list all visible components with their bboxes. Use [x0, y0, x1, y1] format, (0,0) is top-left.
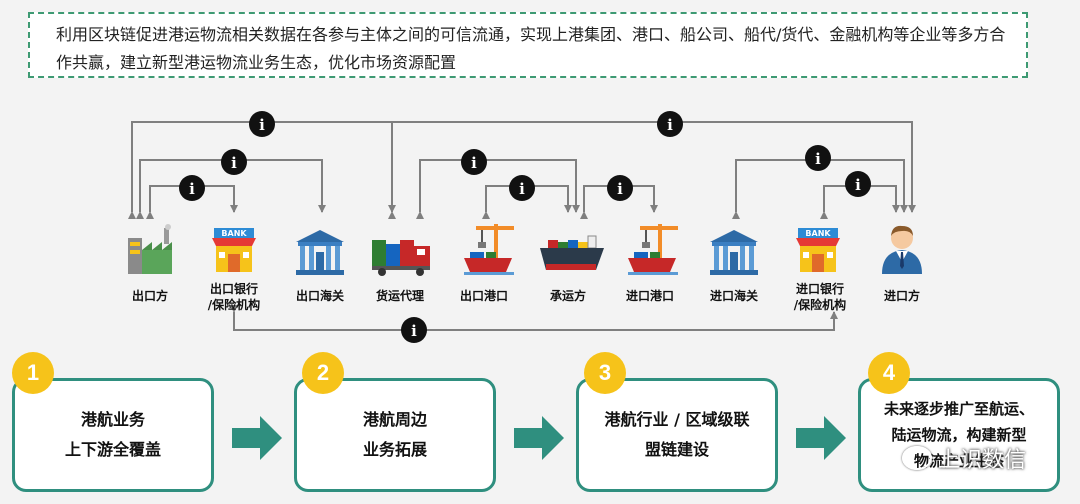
entity-label-import-port: 进口港口 [626, 288, 674, 303]
step-4-line-3: 物流产业生态 [913, 452, 1004, 470]
entity-label-export-customs: 出口海关 [296, 288, 344, 303]
intro-text-box: 利用区块链促进港运物流相关数据在各参与主体之间的可信流通，实现上港集团、港口、船… [28, 12, 1028, 78]
step-2-line-1: 港航周边 [362, 410, 427, 429]
arrow-right-icon [232, 416, 282, 460]
step-card-2: 港航周边 业务拓展 [294, 378, 496, 492]
wechat-icon [902, 446, 932, 470]
entity-label-exporter: 出口方 [132, 288, 168, 303]
connector-freight-importer [388, 121, 916, 219]
port-crane-icon [628, 224, 678, 275]
connector-export-bank-import-bank [230, 305, 838, 331]
svg-text:BANK: BANK [221, 229, 247, 238]
bank-icon: BANK [212, 228, 256, 272]
entity-label-export-port: 出口港口 [460, 288, 508, 303]
svg-text:BANK: BANK [805, 229, 831, 238]
customs-building-icon [296, 230, 344, 275]
svg-text:i: i [667, 116, 673, 134]
cargo-ship-icon [540, 235, 604, 270]
info-badge: i [509, 175, 535, 201]
entity-label-importer: 进口方 [884, 288, 920, 303]
step-4-line-2: 陆运物流，构建新型 [891, 426, 1027, 444]
svg-text:i: i [189, 180, 195, 198]
connector-freight-carrier [416, 159, 580, 219]
info-badge: i [845, 171, 871, 197]
step-number-4: 4 [868, 352, 910, 394]
info-badges: i i i i i i i i i i [179, 111, 871, 343]
step-number-2: 2 [302, 352, 344, 394]
port-crane-icon [464, 224, 514, 275]
bank-icon: BANK [796, 228, 840, 272]
entity-labels: 出口方 出口银行 /保险机构 出口海关 货运代理 出口港口 承运方 进口港口 进… [132, 281, 920, 312]
svg-text:i: i [231, 154, 237, 172]
arrow-right-icon [796, 416, 846, 460]
entity-label-import-bank: 进口银行 [796, 281, 844, 296]
freight-truck-icon [372, 240, 430, 276]
svg-text:i: i [471, 154, 477, 172]
entity-label-carrier: 承运方 [550, 288, 586, 303]
step-1-line-1: 港航业务 [80, 410, 145, 429]
info-badge: i [805, 145, 831, 171]
customs-building-icon [710, 230, 758, 275]
entity-label-export-bank-2: /保险机构 [208, 297, 260, 312]
info-badge: i [401, 317, 427, 343]
entity-label-freight-agent: 货运代理 [376, 288, 424, 303]
businessman-icon [882, 225, 922, 274]
step-card-4: 未来逐步推广至航运、 陆运物流，构建新型 物流产业生态 [858, 378, 1060, 492]
svg-text:i: i [411, 322, 417, 340]
info-badge: i [461, 149, 487, 175]
watermark-text: 上识数信 [938, 448, 1027, 473]
step-4-line-1: 未来逐步推广至航运、 [883, 400, 1034, 418]
step-number-1: 1 [12, 352, 54, 394]
info-badge: i [607, 175, 633, 201]
entity-label-export-bank: 出口银行 [210, 281, 258, 296]
svg-text:i: i [519, 180, 525, 198]
info-badge: i [179, 175, 205, 201]
entity-label-import-customs: 进口海关 [710, 288, 758, 303]
step-number-3: 3 [584, 352, 626, 394]
info-badge: i [657, 111, 683, 137]
step-3-line-2: 盟链建设 [644, 440, 709, 459]
info-badge: i [249, 111, 275, 137]
svg-text:i: i [815, 150, 821, 168]
step-card-3: 港航行业 / 区域级联 盟链建设 [576, 378, 778, 492]
step-1-line-2: 上下游全覆盖 [64, 440, 161, 459]
step-card-1: 港航业务 上下游全覆盖 [12, 378, 214, 492]
factory-icon [128, 224, 172, 274]
entity-label-import-bank-2: /保险机构 [794, 297, 846, 312]
svg-text:i: i [617, 180, 623, 198]
watermark: 上识数信 [902, 442, 1026, 474]
info-badge: i [221, 149, 247, 175]
svg-text:i: i [855, 176, 861, 194]
intro-text: 利用区块链促进港运物流相关数据在各参与主体之间的可信流通，实现上港集团、港口、船… [56, 25, 1006, 72]
arrow-right-icon [514, 416, 564, 460]
step-3-line-1: 港航行业 / 区域级联 [604, 410, 750, 429]
step-2-line-2: 业务拓展 [362, 440, 427, 459]
svg-text:i: i [259, 116, 265, 134]
